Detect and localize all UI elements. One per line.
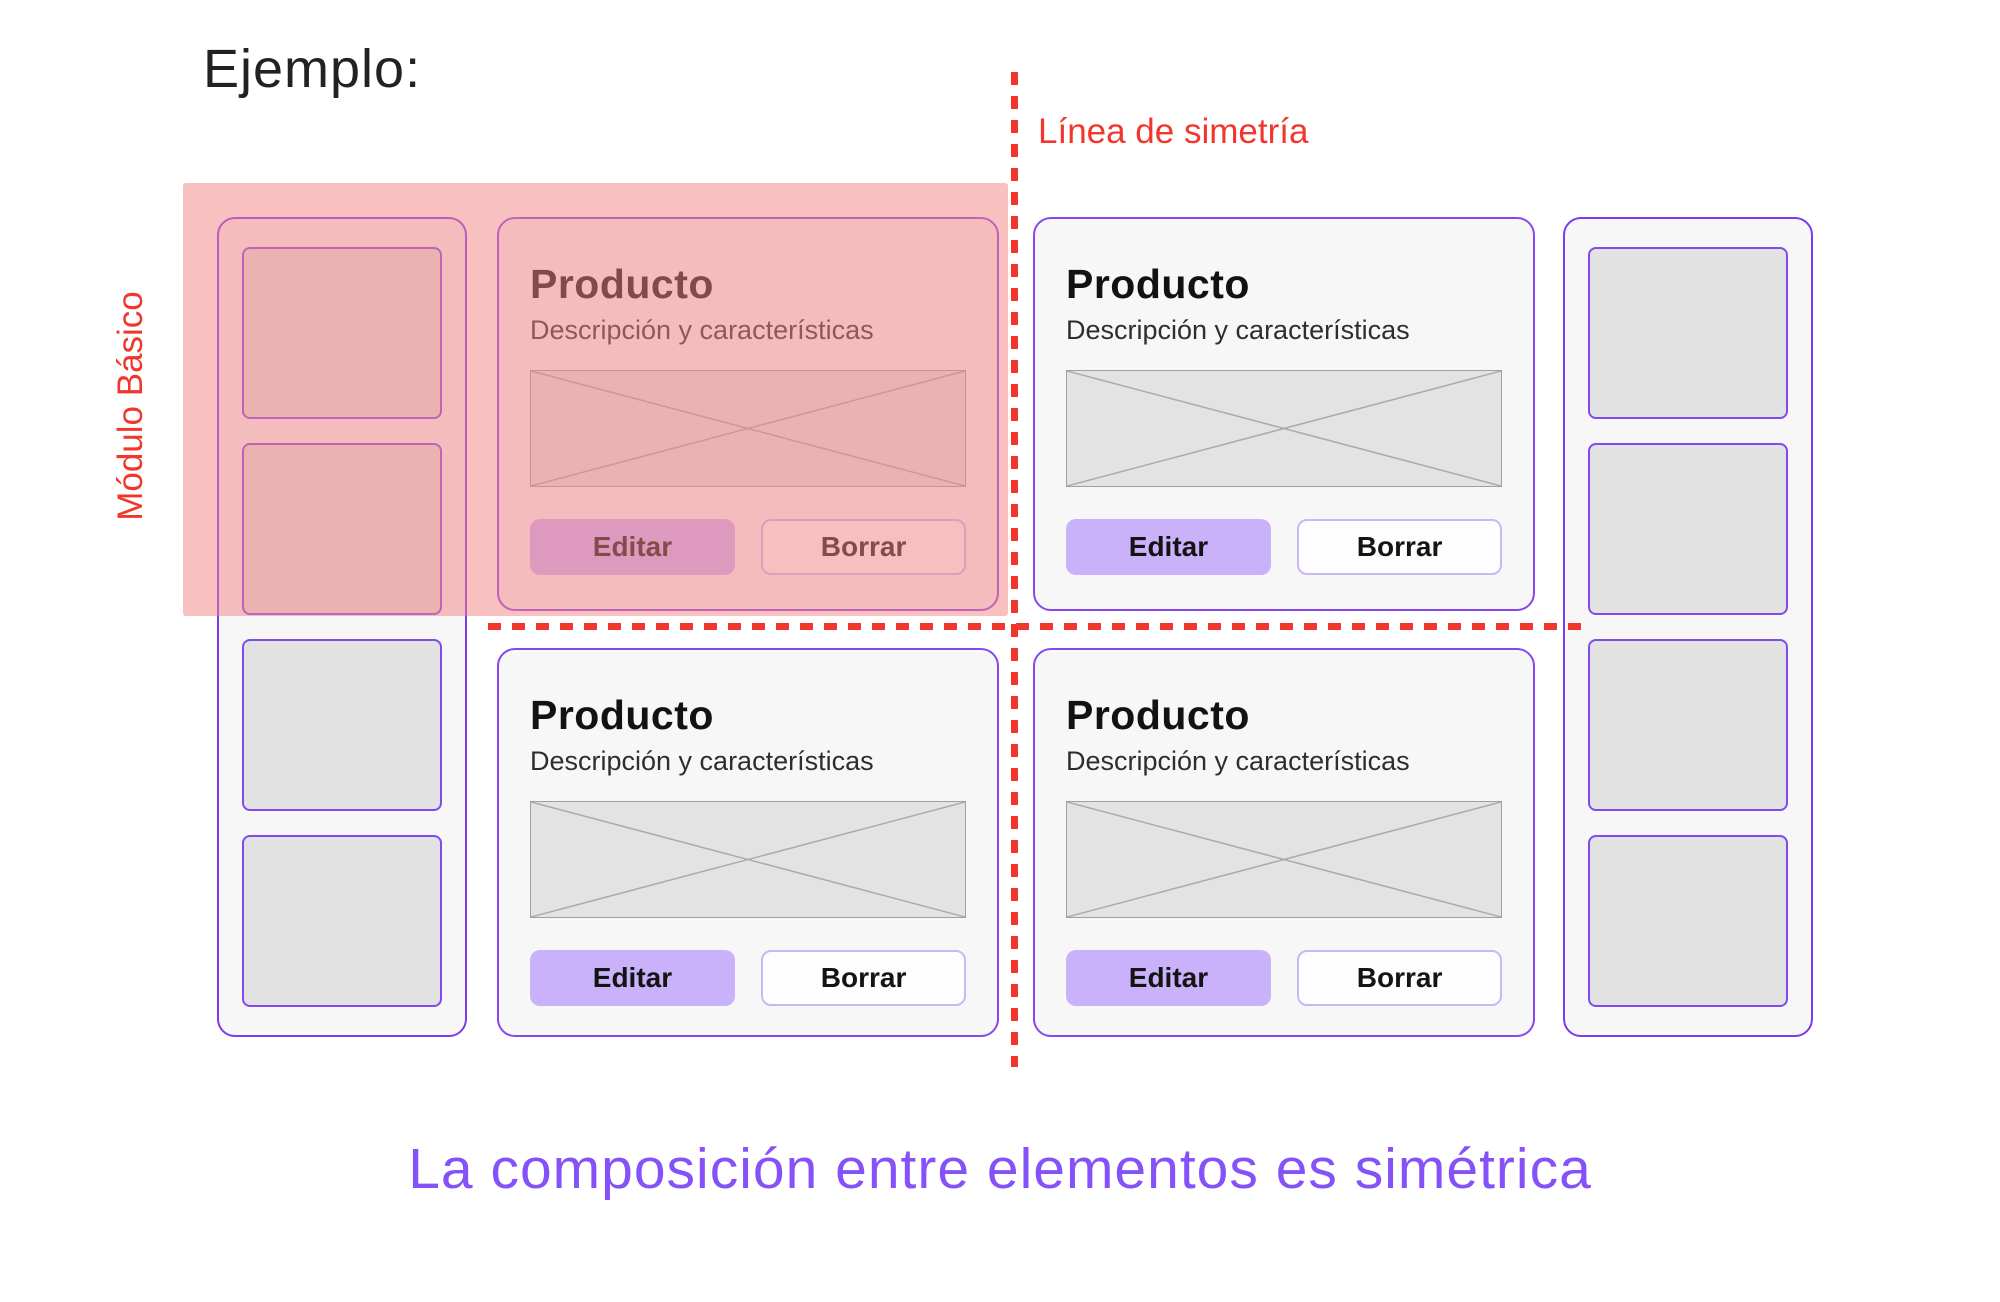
edit-button[interactable]: Editar bbox=[530, 950, 735, 1007]
edit-button[interactable]: Editar bbox=[530, 519, 735, 576]
product-card-description: Descripción y características bbox=[1066, 746, 1410, 777]
crossed-lines-icon bbox=[531, 802, 965, 917]
left-thumbnail-rail bbox=[217, 217, 467, 1037]
diagram-caption: La composición entre elementos es simétr… bbox=[408, 1137, 1592, 1201]
delete-button[interactable]: Borrar bbox=[761, 950, 966, 1007]
thumbnail-placeholder bbox=[1588, 835, 1788, 1007]
product-card-title: Producto bbox=[530, 692, 714, 738]
product-card-description: Descripción y características bbox=[530, 746, 874, 777]
product-card-description: Descripción y características bbox=[530, 315, 874, 346]
thumbnail-placeholder bbox=[242, 639, 442, 811]
product-card-title: Producto bbox=[530, 261, 714, 307]
product-card: Producto Descripción y características E… bbox=[1033, 217, 1535, 611]
crossed-lines-icon bbox=[1067, 802, 1501, 917]
thumbnail-placeholder bbox=[1588, 247, 1788, 419]
horizontal-symmetry-line bbox=[488, 623, 1582, 630]
symmetry-line-label: Línea de simetría bbox=[1038, 112, 1309, 151]
card-button-row: Editar Borrar bbox=[530, 519, 966, 576]
thumbnail-placeholder bbox=[1588, 639, 1788, 811]
image-placeholder bbox=[530, 801, 966, 919]
card-button-row: Editar Borrar bbox=[1066, 950, 1502, 1007]
card-button-row: Editar Borrar bbox=[1066, 519, 1502, 576]
product-card-title: Producto bbox=[1066, 692, 1250, 738]
delete-button[interactable]: Borrar bbox=[761, 519, 966, 576]
image-placeholder bbox=[1066, 801, 1502, 919]
image-placeholder bbox=[1066, 370, 1502, 488]
product-card-title: Producto bbox=[1066, 261, 1250, 307]
thumbnail-placeholder bbox=[242, 247, 442, 419]
example-heading: Ejemplo: bbox=[203, 39, 422, 99]
thumbnail-placeholder bbox=[242, 835, 442, 1007]
basic-module-label: Módulo Básico bbox=[111, 291, 150, 521]
crossed-lines-icon bbox=[1067, 371, 1501, 486]
product-card: Producto Descripción y características E… bbox=[497, 217, 999, 611]
product-card: Producto Descripción y características E… bbox=[1033, 648, 1535, 1037]
delete-button[interactable]: Borrar bbox=[1297, 950, 1502, 1007]
card-button-row: Editar Borrar bbox=[530, 950, 966, 1007]
crossed-lines-icon bbox=[531, 371, 965, 486]
product-card: Producto Descripción y características E… bbox=[497, 648, 999, 1037]
thumbnail-placeholder bbox=[1588, 443, 1788, 615]
image-placeholder bbox=[530, 370, 966, 488]
edit-button[interactable]: Editar bbox=[1066, 950, 1271, 1007]
edit-button[interactable]: Editar bbox=[1066, 519, 1271, 576]
product-card-description: Descripción y características bbox=[1066, 315, 1410, 346]
thumbnail-placeholder bbox=[242, 443, 442, 615]
vertical-symmetry-line bbox=[1011, 72, 1018, 1067]
right-thumbnail-rail bbox=[1563, 217, 1813, 1037]
delete-button[interactable]: Borrar bbox=[1297, 519, 1502, 576]
